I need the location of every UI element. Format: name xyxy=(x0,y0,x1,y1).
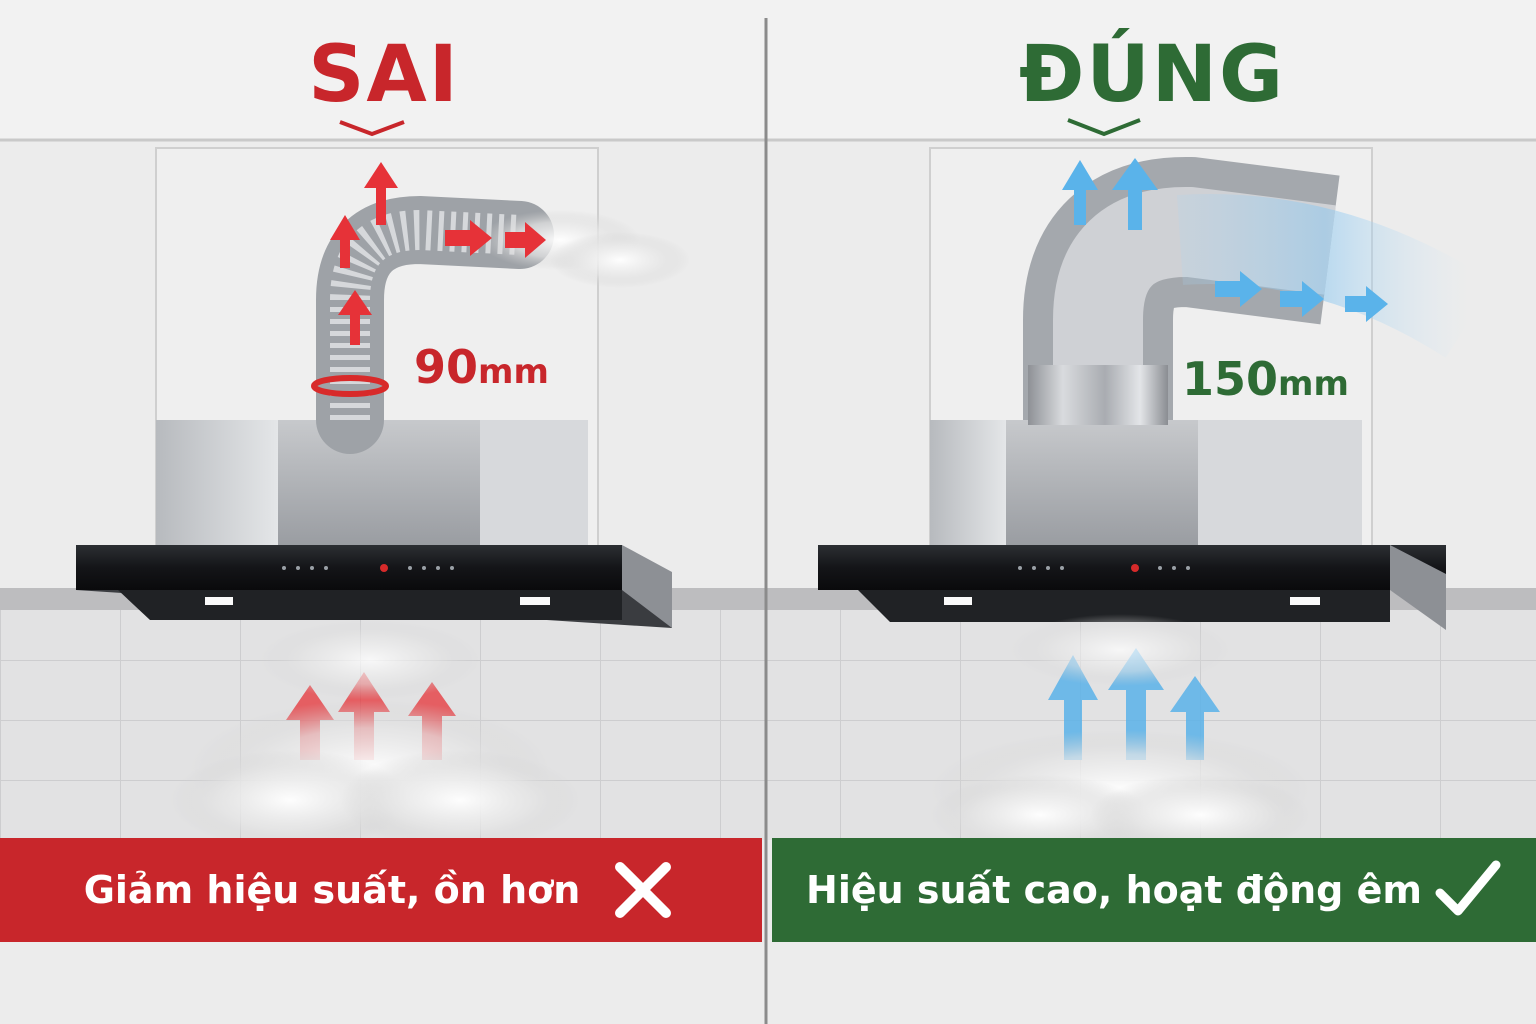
check-mark-icon xyxy=(1435,860,1501,916)
right-duct-size-unit: mm xyxy=(1278,364,1349,404)
right-duct-size-label: 150mm xyxy=(1182,352,1349,406)
wrong-title: SAI xyxy=(308,30,460,120)
wrong-caption: Giảm hiệu suất, ồn hơn xyxy=(83,868,581,912)
wrong-duct-size-unit: mm xyxy=(478,352,549,392)
flexible-duct-90mm xyxy=(311,195,690,454)
wrong-range-hood xyxy=(76,420,672,628)
wrong-smoke xyxy=(170,620,580,850)
right-caption: Hiệu suất cao, hoạt động êm xyxy=(806,868,1422,912)
x-mark-icon xyxy=(615,862,672,918)
right-title: ĐÚNG xyxy=(1019,30,1285,120)
right-duct-size-value: 150 xyxy=(1182,352,1279,406)
wrong-banner-bg xyxy=(0,838,762,942)
wrong-airflow-arrows xyxy=(330,162,546,345)
right-airflow-arrows xyxy=(1062,158,1388,322)
wrong-banner: Giảm hiệu suất, ồn hơn xyxy=(0,838,762,942)
right-smoke xyxy=(930,614,1310,855)
wrong-duct-size-value: 90 xyxy=(414,340,479,394)
wrong-chevron-icon xyxy=(339,120,405,137)
rigid-duct-150mm xyxy=(1023,157,1495,425)
right-banner: Hiệu suất cao, hoạt động êm xyxy=(772,838,1536,942)
right-chevron-icon xyxy=(1067,118,1141,137)
right-banner-bg xyxy=(772,838,1536,942)
right-range-hood xyxy=(818,420,1446,630)
wrong-duct-size-label: 90mm xyxy=(414,340,549,394)
